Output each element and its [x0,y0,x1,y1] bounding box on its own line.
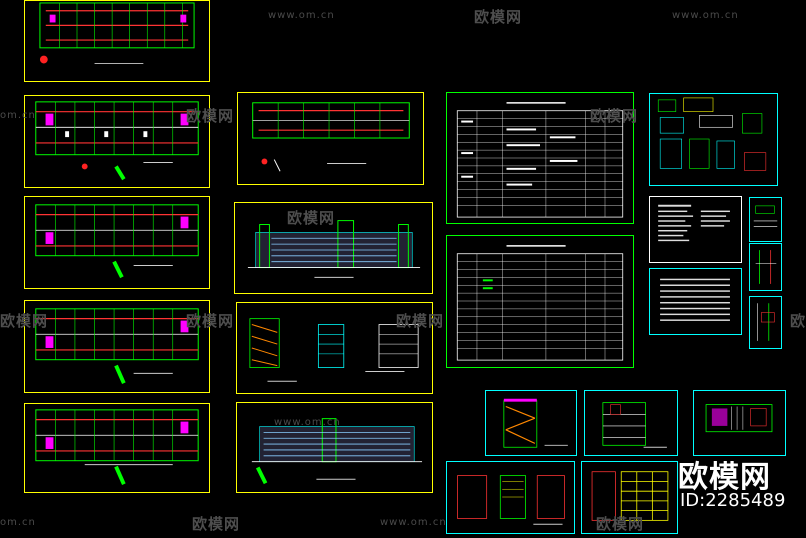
schedule-table-drawing [456,245,624,361]
watermark-url: www.om.cn [274,417,341,428]
stair-detail-drawing [503,398,568,448]
elevation-drawing [251,418,423,485]
watermark-brand: 欧模网 [186,312,235,330]
roof-plan-drawing [252,102,410,172]
watermark-url: om.cn [0,517,36,528]
sheet-building-sections [236,302,433,394]
north-arrow-icon [261,158,268,165]
sheet-stair-section-1 [485,390,577,456]
watermark-url: om.cn [0,110,36,121]
sheet-rear-elevation [236,402,433,493]
watermark-brand: 欧模网 [596,515,645,533]
notes-drawing [658,204,730,242]
floor-plan-drawing [39,2,195,64]
elevation-drawing [247,220,421,278]
schedule-table-drawing [456,102,624,218]
brand-logo-text: 欧模网 [678,460,771,495]
stair-detail-drawing [457,475,565,525]
notes-drawing [660,278,730,321]
floor-plan-drawing [35,204,199,279]
watermark-brand: 欧模网 [396,312,445,330]
floor-plan-drawing [35,409,199,485]
detail-drawing [755,250,777,284]
watermark-brand: 欧模网 [192,515,241,533]
sheet-roof-plan [237,92,424,185]
watermark-url: www.om.cn [380,517,447,528]
stair-detail-drawing [591,471,669,521]
sheet-top-floor-plan [24,0,210,82]
sheet-floor-plan-4 [24,300,210,393]
model-id-label: ID:2285489 [680,490,786,511]
stair-detail-drawing [602,402,667,448]
watermark-brand: 欧模网 [0,312,49,330]
sheet-small-detail-1 [749,197,782,242]
watermark-brand: 欧模网 [590,107,639,125]
stair-detail-drawing [705,404,773,433]
detail-drawing [757,303,775,341]
sheet-stair-elevations [446,461,575,534]
section-drawing [249,318,419,382]
sheet-design-notes [649,196,742,263]
watermark-brand: 欧模网 [474,8,523,26]
floor-plan-drawing [35,101,199,181]
sheet-stair-section-2 [584,390,678,456]
sheet-door-window-schedule-1 [446,92,634,224]
floor-plan-drawing [35,308,199,384]
sheet-small-detail-3 [749,296,782,349]
sheet-door-window-schedule-2 [446,235,634,368]
detail-drawing [657,97,767,171]
sheet-floor-plan-5 [24,403,210,493]
sheet-floor-plan-2 [24,95,210,188]
sheet-elevation-details [649,93,778,186]
sheet-stair-plan [693,390,786,456]
north-arrow-icon [39,55,48,64]
detail-drawing [753,205,778,227]
watermark-url: www.om.cn [672,10,739,21]
sheet-small-detail-2 [749,243,782,291]
sheet-front-elevation [234,202,433,294]
watermark-brand: 欧模网 [790,312,806,330]
watermark-brand: 欧模网 [287,209,336,227]
watermark-url: www.om.cn [268,10,335,21]
north-arrow-icon [81,163,88,170]
sheet-floor-plan-3 [24,196,210,289]
watermark-brand: 欧模网 [186,107,235,125]
sheet-stair-detail-yellow [581,461,678,534]
sheet-material-table [649,268,742,335]
